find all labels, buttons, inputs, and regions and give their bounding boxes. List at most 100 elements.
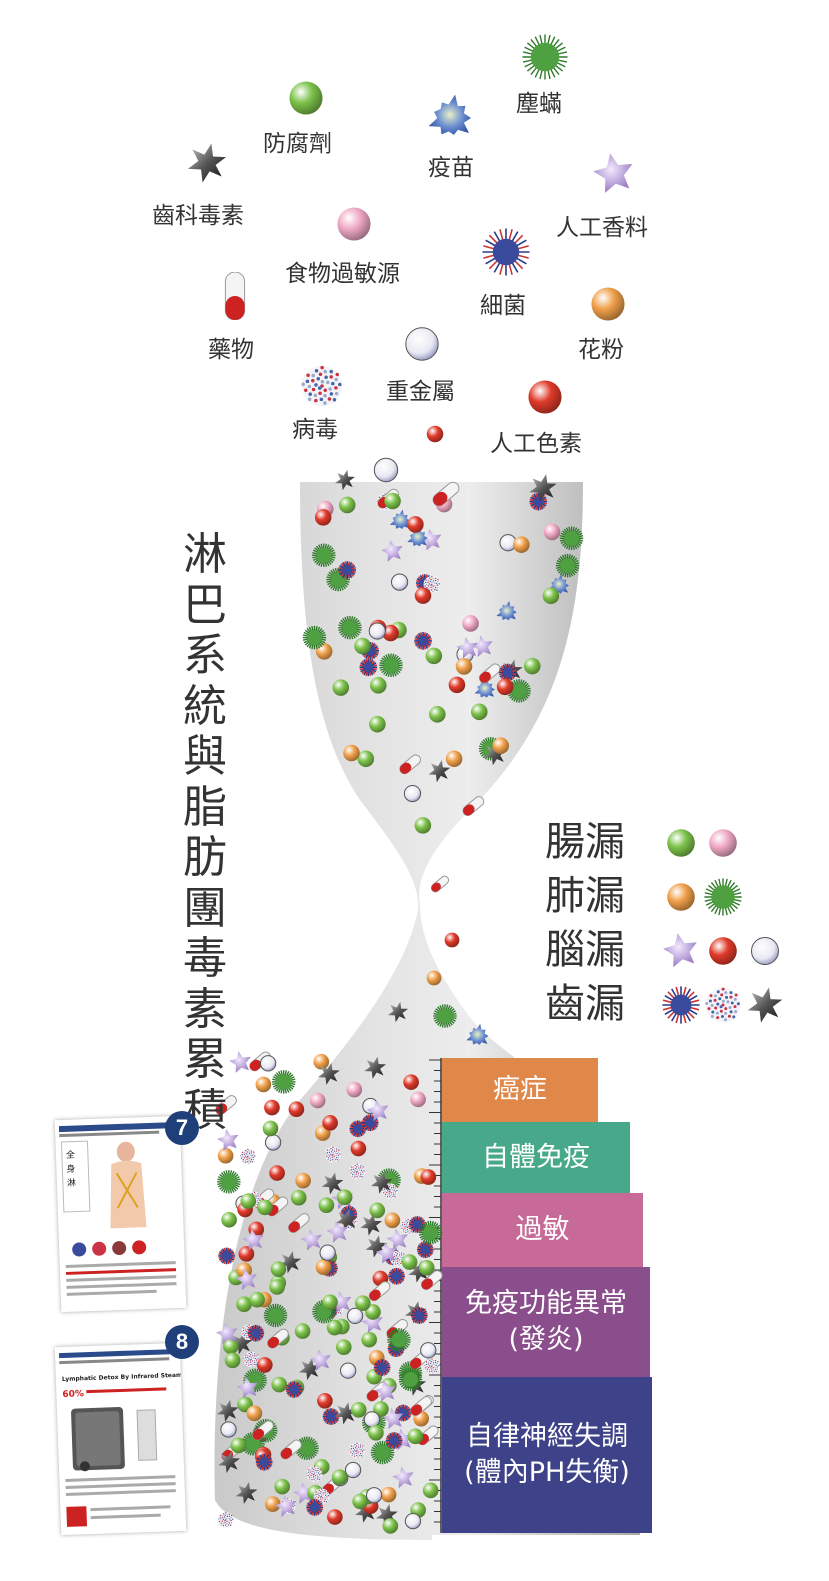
particle-dotted-ball-icon [424,1358,440,1375]
particle-green-ball-icon [326,1319,343,1336]
particle-dotted-ball-icon [239,1148,256,1165]
particle-blue-splat-icon [496,600,517,621]
particle-pearl-ball-icon [363,1411,381,1428]
particle-green-ball-icon [223,1338,239,1355]
particle-orange-ball-icon [315,1259,332,1276]
particle-purple-star-icon [391,1428,413,1451]
particle-red-ball-icon [317,1392,333,1409]
particle-gray-star-icon [218,1450,241,1473]
particle-blue-splat-icon [407,526,428,547]
particle-spiky-ball-icon [255,1453,273,1471]
particle-gray-star-icon [335,469,355,491]
particle-green-ball-icon [429,706,446,723]
particle-pearl-ball-icon [319,1244,336,1261]
leak-label: 腦漏 [545,927,625,973]
particle-dust-mite-icon [370,1440,395,1465]
particle-gray-star-icon [298,1357,321,1381]
particle-red-ball-icon [269,1165,285,1181]
particle-gray-star-icon [529,474,557,502]
toxin-label-bacteria: 細菌 [480,293,526,319]
toxin-dental-toxins-icon [186,142,228,184]
particle-purple-star-icon [392,1466,414,1489]
toxin-label-dental-toxins: 齒科毒素 [152,203,244,229]
particle-green-ball-icon [407,1428,424,1445]
particle-spiky-ball-icon [385,1432,403,1449]
particle-gray-star-icon [321,1172,344,1195]
particle-red-ball-icon [496,678,514,696]
toxin-artificial-flavors-icon [592,152,636,196]
particle-dotted-ball-icon [423,576,441,593]
toxin-label-preservatives: 防腐劑 [263,131,332,157]
particle-orange-ball-icon [380,1486,397,1503]
leak-red-ball-icon [708,936,738,966]
particle-spiky-ball-icon [529,492,548,511]
svg-text:全: 全 [66,1149,75,1161]
flyer-8-percent: 60% [62,1389,84,1400]
particle-capsule-icon [410,1396,432,1416]
particle-gray-star-icon [370,1171,393,1194]
particle-green-ball-icon [401,1254,418,1270]
particle-green-ball-icon [382,1518,399,1534]
particle-green-ball-icon [338,496,356,514]
particle-pearl-ball-icon [420,1342,437,1359]
particle-spiky-ball-icon [306,1499,324,1516]
leak-label: 齒漏 [545,981,625,1027]
particle-orange-ball-icon [384,1212,401,1229]
particle-purple-star-icon [326,1220,348,1243]
particle-pink-ball-icon [543,523,561,541]
svg-text:身: 身 [66,1163,75,1175]
toxin-vaccines-icon [426,93,476,143]
disease-band: 過敏 [442,1193,643,1267]
particle-green-ball-icon [418,1260,435,1276]
particle-green-ball-icon [369,677,387,694]
particle-pink-ball-icon [346,1081,363,1098]
particle-spiky-ball-icon [411,1307,428,1324]
particle-capsule-icon [288,1213,310,1233]
particle-orange-ball-icon [315,643,333,660]
leak-label: 肺漏 [545,873,625,919]
particle-green-ball-icon [240,1193,257,1209]
particle-blue-splat-icon [474,678,495,698]
particle-orange-ball-icon [426,970,442,986]
particle-purple-star-icon [309,1349,331,1371]
flyer-8-heading: Lymphatic Detox By Infrared Steam [62,1372,183,1383]
toxin-dust-mites-icon [522,34,568,80]
flyer-8-illustration: Lymphatic Detox By Infrared Steam 60% [58,1349,183,1527]
toxin-label-drugs: 藥物 [208,337,254,363]
particle-gray-star-icon [364,1056,387,1079]
particle-orange-ball-icon [445,750,463,768]
particle-pearl-ball-icon [346,1307,364,1325]
particle-dust-mite-icon [559,526,584,551]
particle-green-ball-icon [352,1493,368,1510]
particle-purple-star-icon [275,1495,297,1517]
toxin-artificial-colors-icon [527,379,563,415]
particle-red-ball-icon [288,1101,305,1118]
particle-red-ball-icon [444,932,460,948]
particle-green-ball-icon [365,1304,381,1320]
toxin-label-artificial-colors: 人工色素 [490,431,582,457]
particle-capsule-icon [368,1281,391,1302]
flyer-8[interactable]: Lymphatic Detox By Infrared Steam 60% [54,1342,187,1536]
particle-green-ball-icon [269,1279,285,1295]
particle-gray-star-icon [360,1213,383,1236]
particle-gray-star-icon [279,1251,302,1274]
particle-green-ball-icon [384,492,401,510]
toxin-label-pollen: 花粉 [578,337,624,363]
particle-capsule-icon [280,1439,302,1460]
toxin-label-vaccines: 疫苗 [428,155,474,181]
leak-orange-ball-icon [666,882,696,912]
toxin-label-artificial-flavors: 人工香料 [556,215,648,241]
particle-dust-mite-icon [418,1220,443,1245]
particle-green-ball-icon [422,1482,439,1499]
particle-dotted-ball-icon [306,1466,323,1482]
particle-spiky-ball-icon [338,561,357,579]
particle-green-ball-icon [357,750,375,768]
disease-band-label: 自律神經失調 [466,1421,628,1452]
particle-purple-star-icon [471,635,493,657]
particle-green-ball-icon [471,703,488,721]
particle-dotted-ball-icon [349,1442,365,1459]
flyer-7[interactable]: 全 身 淋 [54,1115,187,1313]
particle-green-ball-icon [354,1295,371,1311]
particle-spiky-ball-icon [373,1359,391,1376]
particle-green-ball-icon [236,1296,252,1313]
